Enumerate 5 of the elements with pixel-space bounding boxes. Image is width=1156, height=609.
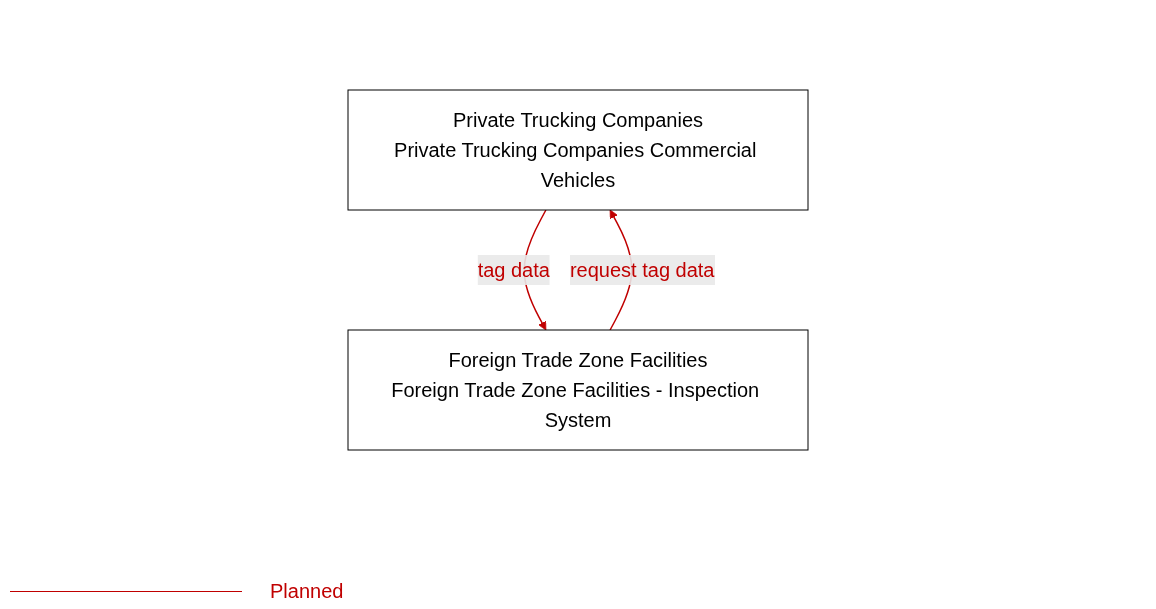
node-box: Private Trucking Companies Private Trucking Companies Commercial Vehicles — [347, 89, 809, 211]
legend-label: Planned — [270, 580, 344, 603]
edge-label: request tag data — [569, 259, 715, 281]
edge-label: tag data — [477, 259, 550, 281]
node-box: Foreign Trade Zone Facilities Foreign Trade Zone Facilities - Inspection System — [347, 329, 809, 451]
